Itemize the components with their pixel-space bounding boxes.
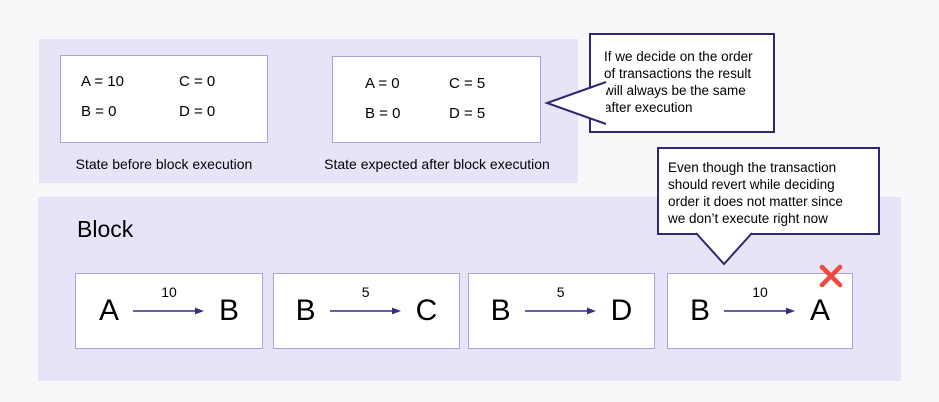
callout-line: order it does not matter since [668, 194, 843, 209]
state-value: B = 0 [365, 105, 401, 122]
state-after-box: A = 0 C = 5 B = 0 D = 5 [332, 56, 541, 143]
callout-line: Even though the transaction [668, 160, 837, 175]
transfer-arrow: 10 [132, 284, 206, 316]
arrow-icon [329, 307, 401, 315]
callout-line: should revert while deciding [668, 177, 835, 192]
callout-line: of transactions the result [604, 66, 752, 81]
state-before-box: A = 10 C = 0 B = 0 D = 0 [60, 55, 268, 143]
block-title: Block [77, 216, 134, 242]
callout-line: will always be the same [604, 83, 746, 98]
state-value: B = 0 [81, 103, 117, 120]
state-after-caption: State expected after block execution [324, 156, 550, 172]
tx-amount: 10 [161, 284, 177, 300]
arrow-icon [724, 307, 795, 315]
callout-line: If we decide on the order [604, 49, 753, 64]
state-after-grid: A = 0 C = 5 B = 0 D = 5 [333, 57, 540, 122]
tx-from: B [490, 294, 511, 327]
transfer-arrow: 5 [524, 284, 598, 316]
transfer-arrow: 5 [329, 284, 403, 316]
transaction-box-2: B 5 C [273, 273, 460, 349]
rejected-x-icon [819, 264, 843, 288]
revert-callout-tail [695, 232, 753, 266]
tx-from: A [98, 294, 119, 327]
callout-line: we don’t execute right now [668, 211, 828, 226]
tx-to: A [810, 294, 831, 327]
state-value: C = 5 [449, 75, 486, 92]
tx-to: D [610, 294, 633, 327]
order-callout-tail [544, 81, 607, 125]
state-value: D = 0 [179, 103, 216, 120]
order-callout: If we decide on the order of transaction… [589, 33, 775, 133]
state-value: C = 0 [179, 73, 216, 90]
transaction-box-1: A 10 B [75, 273, 263, 349]
tx-from: B [689, 294, 710, 327]
state-before-grid: A = 10 C = 0 B = 0 D = 0 [61, 56, 267, 120]
tx-amount: 10 [752, 284, 768, 300]
transaction-box-3: B 5 D [468, 273, 655, 349]
callout-line: after execution [604, 100, 693, 115]
state-value: D = 5 [449, 105, 486, 122]
tx-amount: 5 [556, 284, 565, 300]
transfer-arrow: 10 [723, 284, 797, 316]
revert-callout: Even though the transaction should rever… [657, 147, 880, 235]
arrow-icon [524, 307, 596, 315]
state-value: A = 0 [365, 75, 400, 92]
tx-amount: 5 [361, 284, 370, 300]
state-value: A = 10 [81, 73, 124, 90]
state-before-caption: State before block execution [75, 156, 253, 172]
tx-to: B [219, 294, 240, 327]
tx-from: B [295, 294, 316, 327]
tx-to: C [415, 294, 438, 327]
arrow-icon [133, 307, 204, 315]
